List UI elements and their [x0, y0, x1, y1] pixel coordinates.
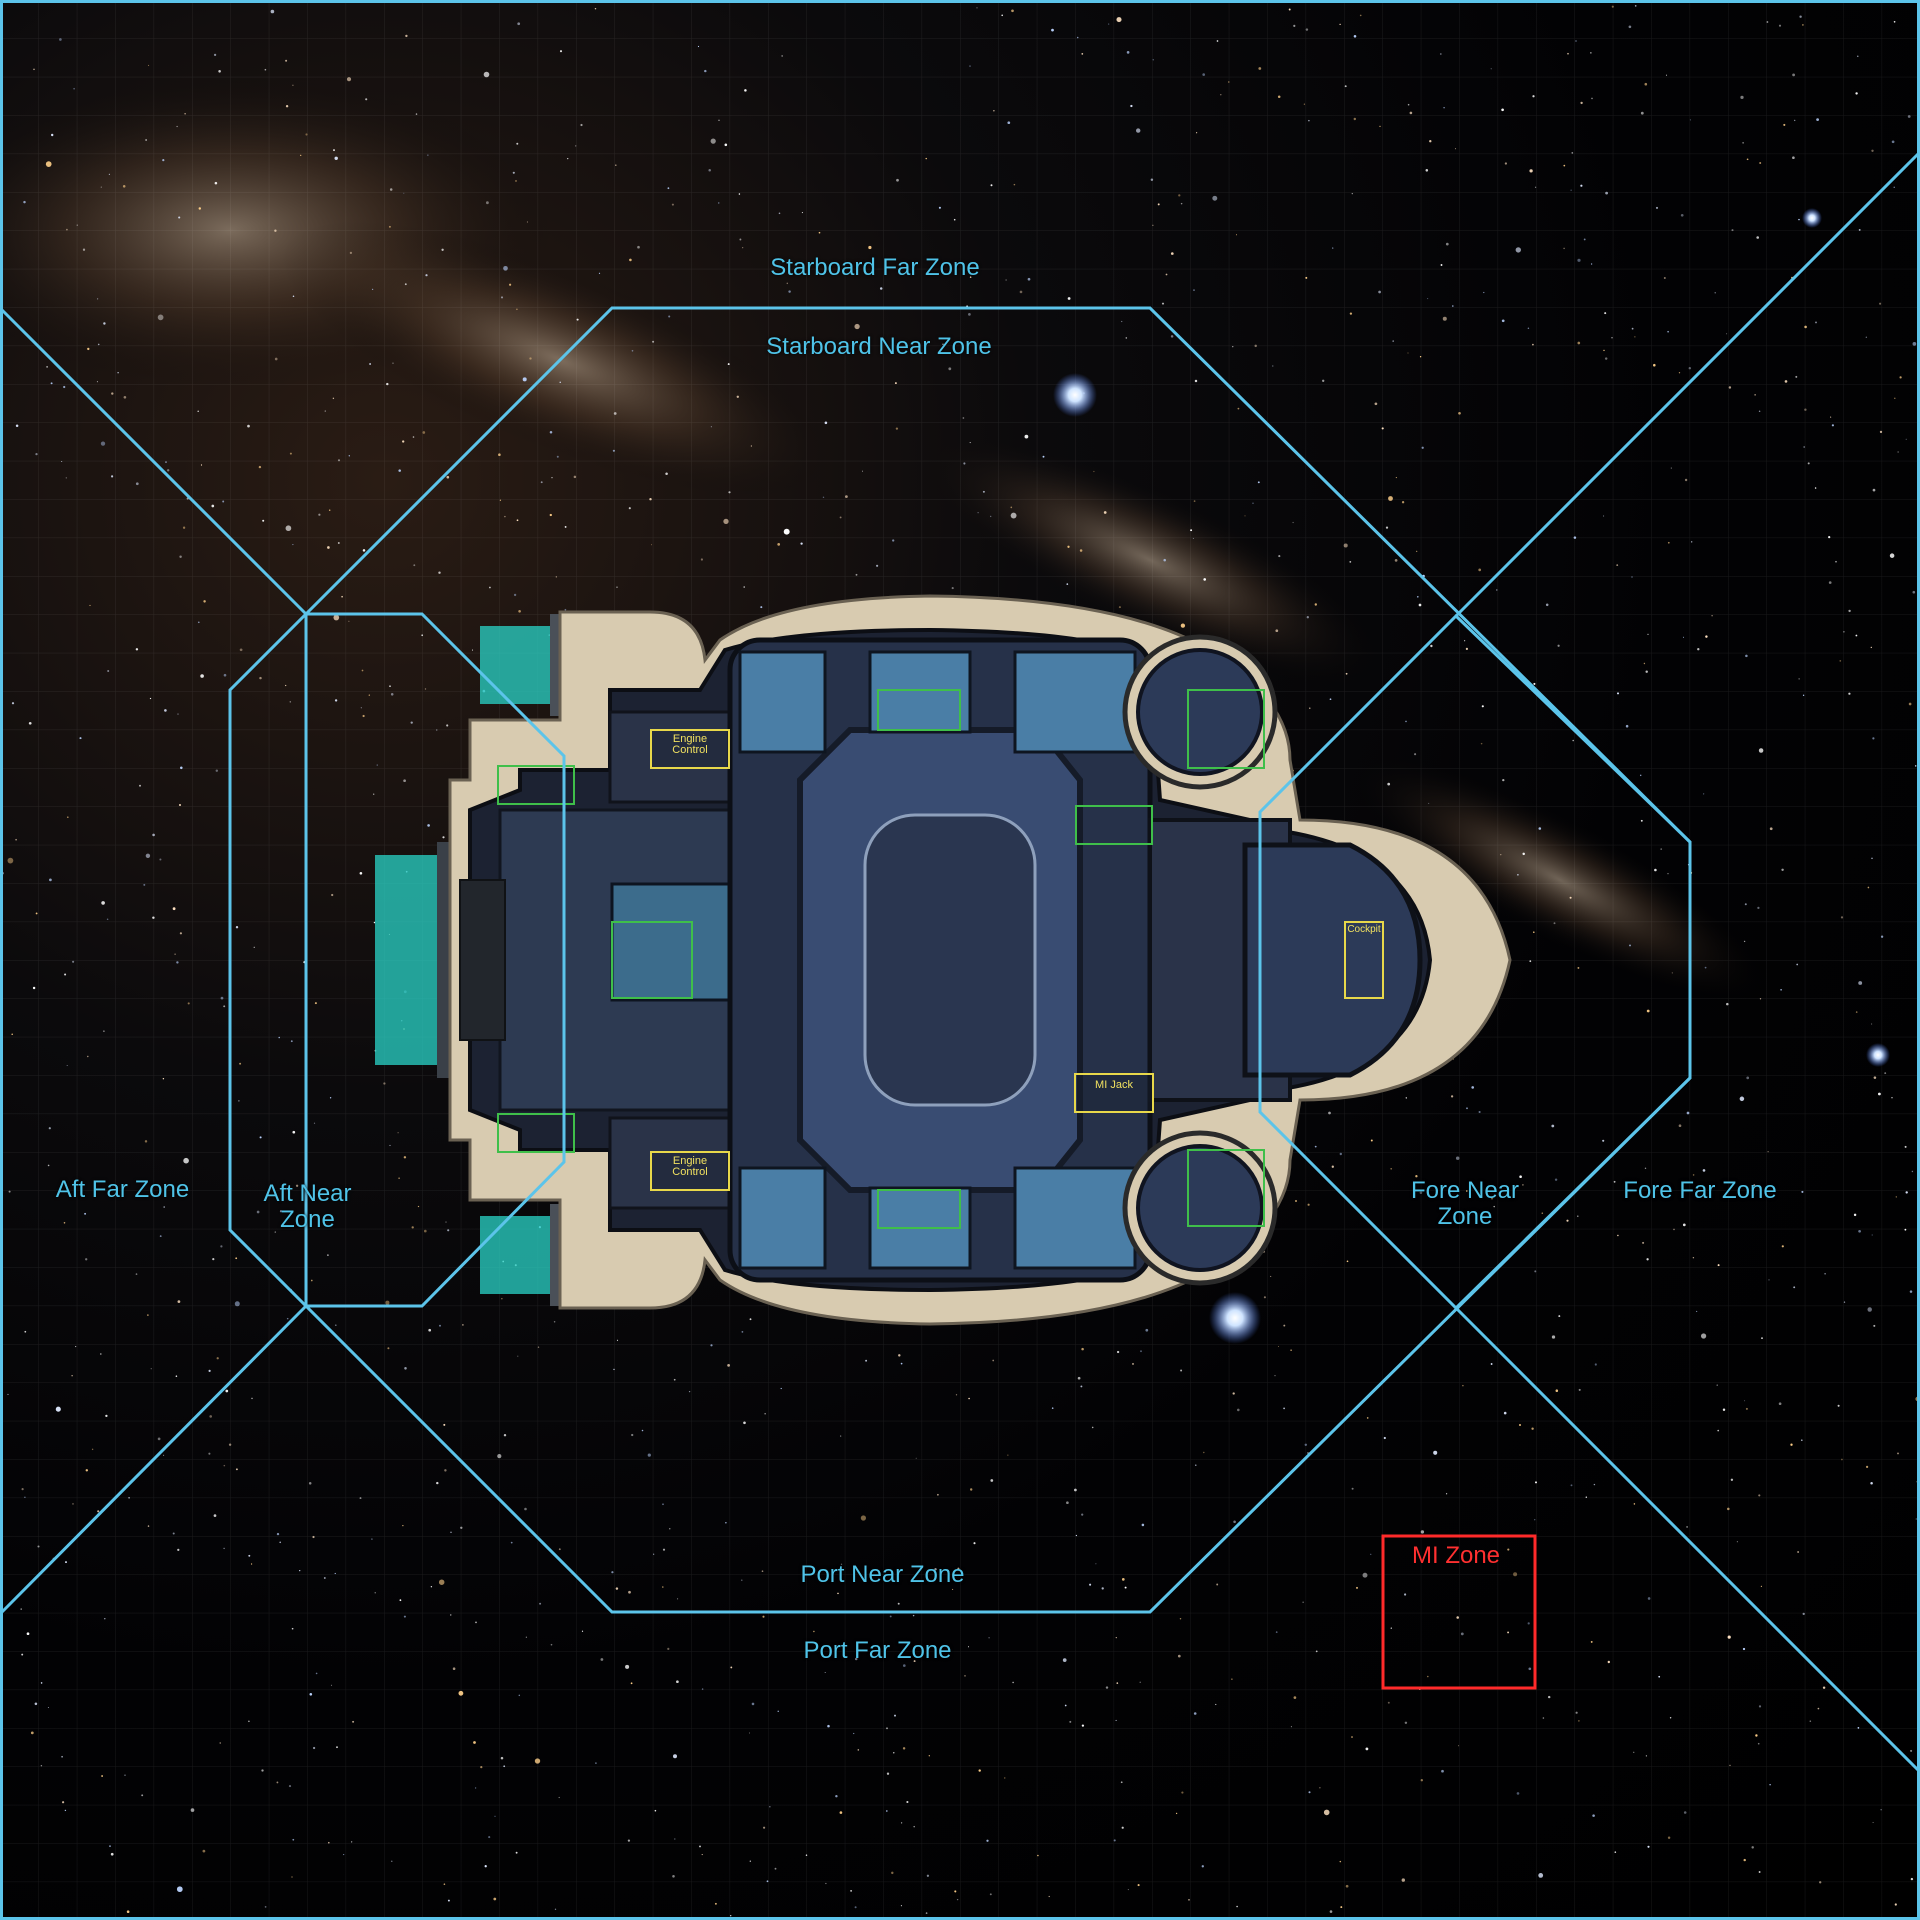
mi-zone-box: [1381, 1534, 1537, 1690]
far-zone-divider: [1454, 1306, 1920, 1772]
mi-jack-box: [1074, 1073, 1154, 1113]
cockpit-box: [1344, 921, 1384, 999]
bright-star: [1802, 208, 1822, 228]
engine-room-upper: [608, 710, 737, 804]
cockpit-label: Cockpit: [1347, 924, 1381, 935]
area-marker: [1075, 805, 1153, 845]
thruster-glow: [480, 1216, 550, 1294]
thruster-glow: [375, 855, 437, 1065]
aft-near-zone-label: Aft Near Zone: [263, 1180, 352, 1233]
port-near-zone-label: Port Near Zone: [800, 1561, 965, 1588]
cockpit-deck: [1242, 842, 1423, 1078]
fore-near-zone-label: Fore Near Zone: [1410, 1177, 1520, 1230]
sensor-pod: [1136, 648, 1264, 776]
engine-control-bottom-label: Engine Control: [672, 1155, 708, 1178]
mess-hall: [863, 813, 1037, 1107]
engine-room-lower: [608, 1116, 737, 1210]
fore-far-zone-label: Fore Far Zone: [1623, 1177, 1777, 1204]
aft-machinery: [459, 879, 506, 1041]
mi-jack-label: MI Jack: [1095, 1079, 1133, 1091]
port-far-zone-label: Port Far Zone: [803, 1637, 952, 1664]
crew-cabin: [738, 1166, 827, 1270]
area-marker: [877, 1189, 961, 1229]
area-marker: [611, 921, 693, 999]
bright-star: [1866, 1043, 1890, 1067]
area-marker: [497, 765, 575, 805]
engine-control-box: [650, 1151, 730, 1191]
starboard-near-zone-label: Starboard Near Zone: [766, 333, 992, 360]
bright-star: [1053, 373, 1097, 417]
aft-near-zone-boundary: [228, 612, 566, 1308]
sensor-pod: [1136, 1144, 1264, 1272]
engine-control-top-label: Engine Control: [672, 733, 708, 756]
bright-star: [1209, 1292, 1261, 1344]
area-marker: [877, 689, 961, 731]
far-zone-divider: [0, 308, 308, 616]
area-marker: [497, 1113, 575, 1153]
aft-far-zone-label: Aft Far Zone: [55, 1176, 190, 1203]
crew-cabin: [1013, 650, 1137, 754]
thruster-glow: [480, 626, 550, 704]
mi-zone-label: MI Zone: [1412, 1542, 1501, 1569]
area-marker: [1187, 1149, 1265, 1227]
starboard-far-zone-label: Starboard Far Zone: [770, 254, 980, 281]
crew-cabin: [868, 650, 972, 734]
crew-cabin: [738, 650, 827, 754]
far-zone-divider: [0, 1304, 308, 1614]
near-zone-boundary: [304, 306, 1692, 1614]
area-marker: [1187, 689, 1265, 769]
far-zone-divider: [1454, 152, 1920, 618]
engine-control-box: [650, 729, 730, 769]
